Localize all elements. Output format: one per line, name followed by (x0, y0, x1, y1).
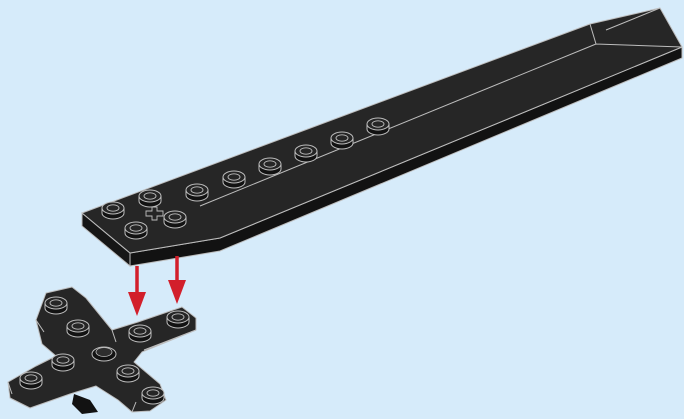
stud-icon (295, 145, 317, 162)
stud-icon (223, 171, 245, 188)
stud-icon (164, 211, 186, 228)
stud-icon (102, 202, 124, 219)
stud-icon (129, 325, 151, 342)
stud-icon (125, 222, 147, 239)
stud-icon (117, 365, 139, 382)
center-hole-inner-icon (96, 348, 112, 357)
stud-icon (331, 132, 353, 149)
stud-icon (167, 311, 189, 328)
stud-icon (186, 184, 208, 201)
stud-icon (259, 158, 281, 175)
stud-icon (20, 372, 42, 389)
stud-icon (139, 190, 161, 207)
stud-icon (367, 118, 389, 135)
stud-icon (67, 320, 89, 337)
stud-icon (45, 297, 67, 314)
stud-icon (142, 387, 164, 404)
stud-icon (52, 354, 74, 371)
